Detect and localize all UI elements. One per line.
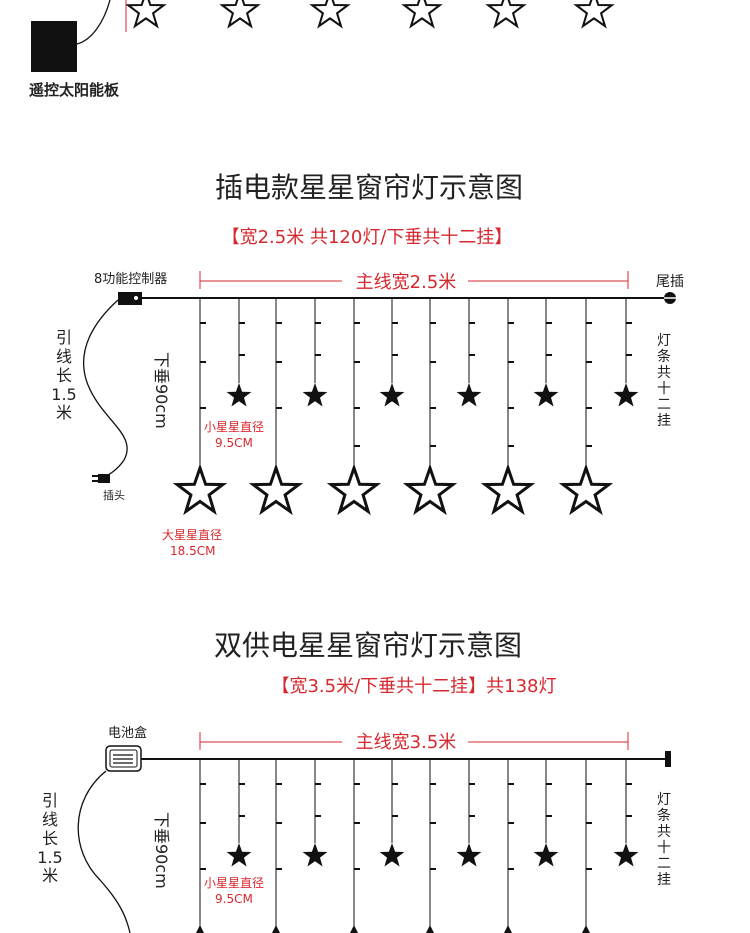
small-star-label: 小星星直径 xyxy=(204,420,264,434)
battery-lead-length-label: 引 线 长 1.5 米 xyxy=(37,791,62,885)
battery-bulb-marks xyxy=(200,783,632,870)
small-star-size: 9.5CM xyxy=(215,436,253,450)
battery-strands-count-label: 灯 条 共 十 二 挂 xyxy=(657,792,671,888)
small-star-icon xyxy=(302,843,328,867)
svg-text:灯: 灯 xyxy=(657,792,671,808)
svg-text:二: 二 xyxy=(657,397,671,413)
svg-text:共: 共 xyxy=(657,365,671,381)
svg-text:1.5: 1.5 xyxy=(51,385,76,404)
big-star-icon xyxy=(561,466,611,513)
svg-text:引: 引 xyxy=(42,791,58,810)
big-star-icon xyxy=(405,466,455,513)
battery-width-dimension xyxy=(199,732,629,750)
svg-text:线: 线 xyxy=(56,347,72,366)
panel-label: 遥控太阳能板 xyxy=(29,81,120,99)
controller-box-icon xyxy=(118,292,142,305)
svg-text:十: 十 xyxy=(657,381,671,397)
battery-drop-length-label: 下垂90cm xyxy=(152,812,171,889)
battery-diagram: 双供电星星窗帘灯示意图 【宽3.5米/下垂共十二挂】共138灯 电池盒 主线宽3… xyxy=(37,629,671,933)
svg-text:灯: 灯 xyxy=(657,333,671,349)
battery-title: 双供电星星窗帘灯示意图 xyxy=(214,629,522,662)
plug-spec: 【宽2.5米 共120灯/下垂共十二挂】 xyxy=(222,227,513,248)
svg-text:共: 共 xyxy=(657,824,671,840)
svg-text:米: 米 xyxy=(42,866,58,885)
small-star-icon xyxy=(379,843,405,867)
plug-diagram: 插电款星星窗帘灯示意图 【宽2.5米 共120灯/下垂共十二挂】 8功能控制器 … xyxy=(51,171,684,558)
tail-label: 尾插 xyxy=(656,274,684,290)
big-star-icon xyxy=(483,466,533,513)
svg-text:线: 线 xyxy=(42,810,58,829)
star-outline-icon xyxy=(575,0,613,28)
battery-box-label: 电池盒 xyxy=(108,725,147,741)
small-star-icon xyxy=(302,383,328,407)
small-star-icon xyxy=(226,383,252,407)
battery-strands xyxy=(199,759,627,933)
lead-cable xyxy=(83,299,128,479)
small-star-icon xyxy=(456,843,482,867)
lead-length-label: 引 线 长 1.5 米 xyxy=(51,328,76,422)
svg-text:长: 长 xyxy=(56,366,72,385)
plug-icon xyxy=(92,474,110,483)
small-star-icon xyxy=(226,843,252,867)
battery-spec: 【宽3.5米/下垂共十二挂】共138灯 xyxy=(271,676,556,697)
big-star-icon xyxy=(329,466,379,513)
top-section: 遥控太阳能板 xyxy=(29,0,613,99)
small-star-icon xyxy=(613,843,639,867)
svg-text:十: 十 xyxy=(657,840,671,856)
big-star-icon xyxy=(175,466,225,513)
svg-text:米: 米 xyxy=(56,403,72,422)
star-outline-icon xyxy=(487,0,525,28)
end-cap-icon xyxy=(665,751,671,767)
big-star-size: 18.5CM xyxy=(170,544,215,558)
small-star-icon xyxy=(379,383,405,407)
star-outline-icon xyxy=(403,0,441,28)
small-star-icon xyxy=(456,383,482,407)
small-star-icon xyxy=(613,383,639,407)
panel-cable xyxy=(76,0,111,45)
plug-big-stars xyxy=(175,466,611,513)
star-outline-icon xyxy=(127,0,165,28)
svg-text:挂: 挂 xyxy=(657,872,671,888)
plug-bulb-marks xyxy=(200,322,632,447)
plug-width-dimension xyxy=(199,271,629,289)
svg-text:二: 二 xyxy=(657,856,671,872)
star-outline-icon xyxy=(221,0,259,28)
plug-strands xyxy=(199,298,627,472)
plug-small-stars xyxy=(226,383,639,407)
battery-small-stars xyxy=(226,843,639,867)
svg-text:条: 条 xyxy=(657,807,671,824)
plug-main-width-label: 主线宽2.5米 xyxy=(356,272,457,293)
top-star-row xyxy=(127,0,613,28)
strands-count-label: 灯 条 共 十 二 挂 xyxy=(657,333,671,429)
battery-small-star-label: 小星星直径 xyxy=(204,876,264,890)
battery-box-icon xyxy=(105,745,142,772)
plug-label: 插头 xyxy=(103,488,125,502)
plug-title: 插电款星星窗帘灯示意图 xyxy=(215,171,523,204)
solar-panel-icon xyxy=(31,21,77,72)
big-star-icon xyxy=(251,466,301,513)
svg-text:长: 长 xyxy=(42,829,58,848)
battery-small-star-size: 9.5CM xyxy=(215,892,253,906)
svg-text:1.5: 1.5 xyxy=(37,848,62,867)
svg-text:挂: 挂 xyxy=(657,413,671,429)
svg-text:引: 引 xyxy=(56,328,72,347)
battery-main-width-label: 主线宽3.5米 xyxy=(356,732,457,753)
controller-label: 8功能控制器 xyxy=(94,272,167,287)
small-star-icon xyxy=(533,843,559,867)
battery-big-star-tips xyxy=(196,925,590,933)
battery-lead-cable xyxy=(77,770,131,933)
drop-length-label: 下垂90cm xyxy=(152,352,171,429)
svg-text:条: 条 xyxy=(657,348,671,365)
star-outline-icon xyxy=(311,0,349,28)
big-star-label: 大星星直径 xyxy=(162,528,222,542)
small-star-icon xyxy=(533,383,559,407)
